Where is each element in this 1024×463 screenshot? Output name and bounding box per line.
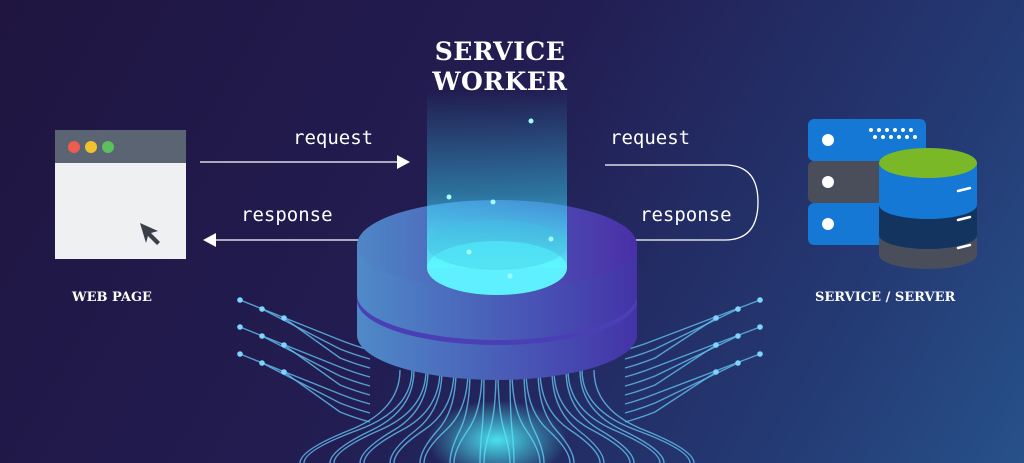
- circuit-trace: [359, 369, 429, 463]
- circuit-trace: [261, 362, 371, 414]
- circuit-trace: [539, 369, 601, 463]
- circuit-trace: [624, 371, 717, 423]
- circuit-node: [259, 306, 265, 312]
- circuit-trace: [553, 369, 631, 463]
- right-request-label: request: [610, 127, 691, 149]
- circuit-trace: [624, 344, 717, 396]
- arrow-left-icon: [203, 233, 216, 247]
- service-worker-disk: [357, 90, 637, 380]
- circuit-trace: [624, 335, 739, 387]
- particles: [446, 118, 554, 279]
- left-arrows: [200, 161, 400, 241]
- circuit-node: [757, 351, 763, 357]
- database-icon: [879, 148, 977, 269]
- circuit-node: [237, 351, 243, 357]
- web-page-caption: WEB PAGE: [72, 290, 152, 305]
- circuit-trace: [329, 369, 415, 463]
- circuit-trace: [567, 369, 661, 463]
- circuit-trace: [283, 344, 371, 396]
- bottom-glow: [427, 400, 567, 463]
- arrow-right-icon: [397, 155, 410, 169]
- circuit-node: [757, 324, 763, 330]
- circuit-node: [281, 369, 287, 375]
- circuit-node: [281, 315, 287, 321]
- circuit-node: [259, 333, 265, 339]
- circuit-node: [713, 369, 719, 375]
- circuit-node: [237, 297, 243, 303]
- circuit-trace: [283, 317, 371, 369]
- minimize-dot-icon: [85, 141, 97, 153]
- circuit-node: [735, 306, 741, 312]
- circuit-node: [735, 360, 741, 366]
- circuit-trace: [303, 369, 413, 463]
- circuit-trace: [565, 369, 635, 463]
- maximize-dot-icon: [102, 141, 114, 153]
- circuit-trace: [333, 369, 427, 463]
- circuit-trace: [261, 308, 371, 360]
- circuit-node: [713, 342, 719, 348]
- circuit-trace: [551, 369, 605, 463]
- title-line-1: SERVICE: [434, 37, 566, 66]
- circuit-trace: [239, 353, 371, 405]
- circuit-trace: [624, 326, 761, 378]
- circuit-trace: [239, 299, 371, 351]
- circuit-trace: [624, 353, 761, 405]
- web-page-window: [55, 130, 186, 259]
- circuit-trace: [624, 317, 717, 369]
- circuit-trace: [389, 369, 443, 463]
- circuit-trace: [299, 369, 401, 463]
- circuit-trace: [624, 308, 739, 360]
- circuit-node: [735, 333, 741, 339]
- circuit-trace: [363, 369, 441, 463]
- right-response-label: response: [640, 204, 732, 226]
- circuit-trace: [581, 369, 691, 463]
- circuit-node: [713, 315, 719, 321]
- circuit-node: [259, 360, 265, 366]
- circuit-lines: [237, 297, 763, 463]
- cursor-icon: [140, 223, 160, 245]
- title-line-2: WORKER: [432, 67, 568, 96]
- circuit-trace: [393, 369, 455, 463]
- server-loop-arrow: [605, 164, 759, 241]
- circuit-node: [757, 297, 763, 303]
- server-caption: SERVICE / SERVER: [815, 290, 956, 305]
- circuit-node: [281, 342, 287, 348]
- left-response-label: response: [241, 204, 333, 226]
- close-dot-icon: [68, 141, 80, 153]
- left-request-label: request: [293, 127, 374, 149]
- light-beam: [427, 90, 567, 268]
- circuit-trace: [593, 369, 695, 463]
- circuit-trace: [579, 369, 665, 463]
- circuit-trace: [239, 326, 371, 378]
- circuit-trace: [261, 335, 371, 387]
- circuit-node: [237, 324, 243, 330]
- circuit-trace: [624, 362, 739, 414]
